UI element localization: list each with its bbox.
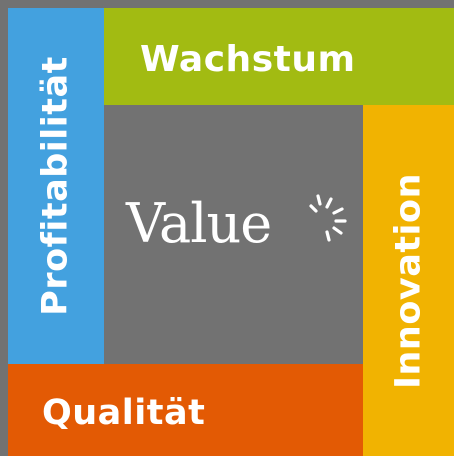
wachstum-block: Wachstum xyxy=(104,8,454,105)
innovation-label: Innovation xyxy=(388,172,428,389)
value-title: Value xyxy=(126,192,272,255)
value-center: Value xyxy=(104,105,363,364)
qualitaet-label: Qualität xyxy=(42,393,206,433)
profitabilitaet-block: Profitabilität xyxy=(8,8,104,364)
qualitaet-block: Qualität xyxy=(8,364,363,456)
innovation-block: Innovation xyxy=(363,105,454,456)
wachstum-label: Wachstum xyxy=(140,39,356,80)
profitabilitaet-label: Profitabilität xyxy=(35,56,76,316)
sparkle-icon xyxy=(309,194,347,242)
